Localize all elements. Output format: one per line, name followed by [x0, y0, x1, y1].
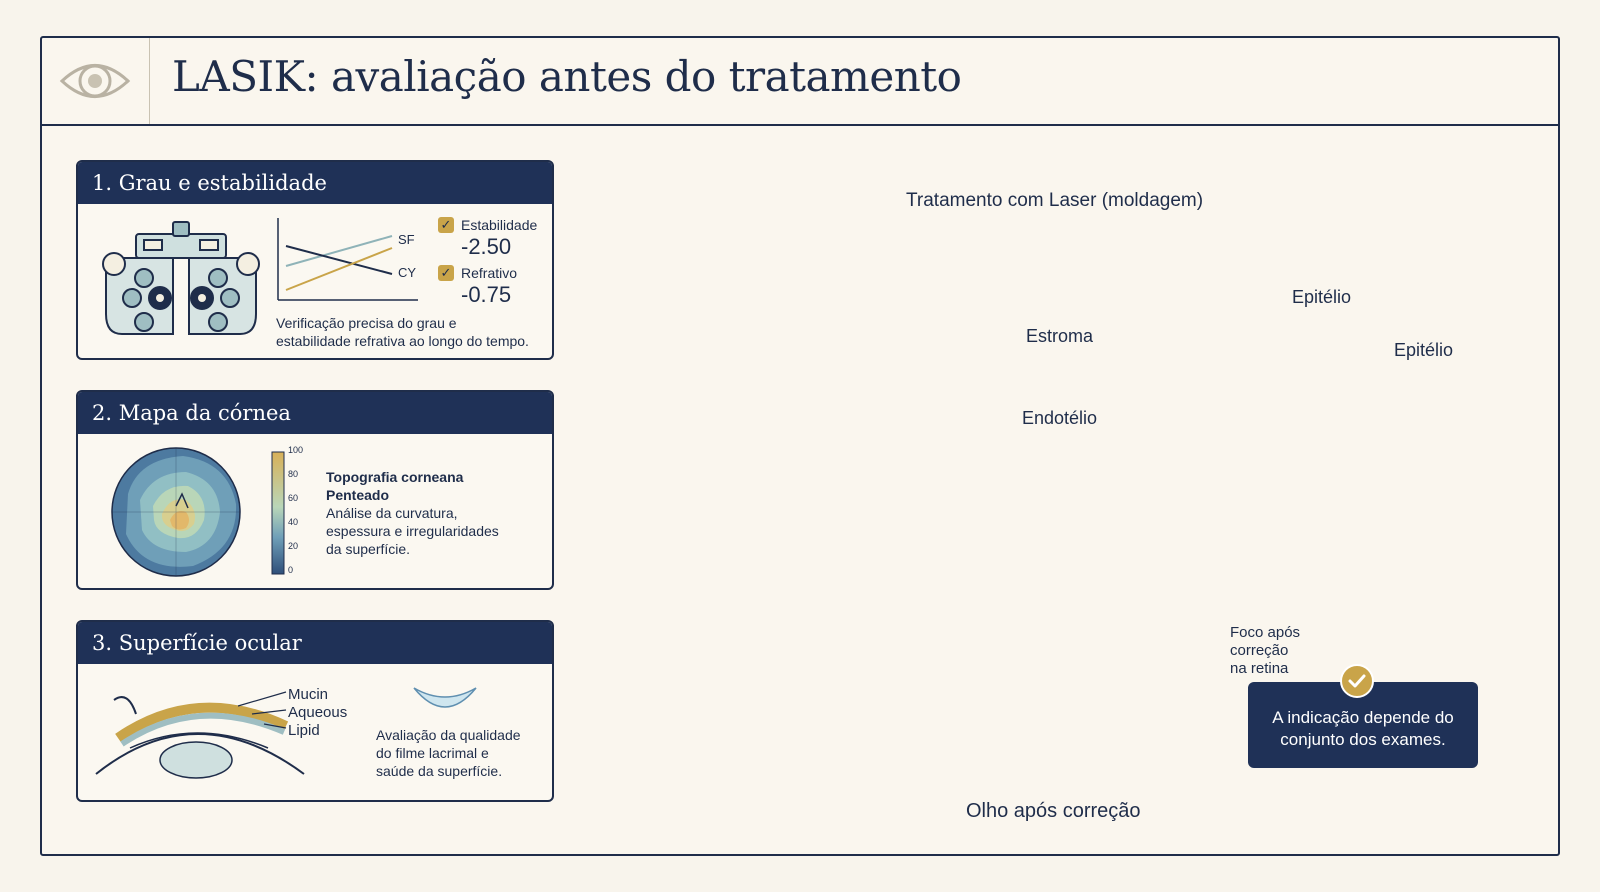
- header: LASIK: avaliação antes do tratamento: [42, 38, 1558, 126]
- check2-label: Refrativo: [461, 265, 518, 281]
- card-title: 2. Mapa da córnea: [78, 392, 552, 434]
- epitelio-label-2: Epitélio: [1394, 340, 1454, 360]
- card-mapa-cornea: 2. Mapa da córnea 100 80 60 40 20 0 Topo…: [76, 390, 554, 590]
- contact-lens-icon: [413, 687, 477, 708]
- scale-tick: 20: [288, 541, 299, 551]
- check1-value: -2.50: [461, 234, 512, 259]
- topography-map: [111, 447, 285, 577]
- callout-line: A indicação depende do: [1272, 708, 1454, 727]
- scale-tick: 0: [288, 565, 294, 575]
- card-desc-line: Análise da curvatura,: [326, 505, 458, 521]
- card-desc-line: do filme lacrimal e: [376, 745, 489, 761]
- callout-line: conjunto dos exames.: [1280, 730, 1446, 749]
- focus-label-line: Foco após: [1230, 624, 1301, 641]
- card-desc-line: Verificação precisa do grau e: [276, 315, 457, 331]
- focus-label-line: correção: [1230, 642, 1289, 659]
- card-heading-line: Topografia corneana: [326, 469, 464, 485]
- check2-value: -0.75: [461, 282, 512, 307]
- logo-box: [42, 38, 150, 124]
- layer-label-mucin: Mucin: [288, 686, 329, 703]
- card-heading-line: Penteado: [326, 487, 390, 503]
- refraction-trend-chart: [277, 218, 418, 301]
- estroma-label: Estroma: [1026, 326, 1094, 346]
- checkbox-icon: ✓: [438, 217, 454, 233]
- card-desc-line: espessura e irregularidades: [326, 523, 499, 539]
- scale-tick: 100: [288, 445, 304, 455]
- card-desc-line: estabilidade refrativa ao longo do tempo…: [276, 333, 529, 349]
- layer-label-aqueous: Aqueous: [288, 704, 348, 721]
- eye-caption: Olho após correção: [966, 800, 1141, 822]
- laser-label: Tratamento com Laser (moldagem): [906, 190, 1204, 211]
- check-badge: [1340, 664, 1374, 698]
- epitelio-label-1: Epitélio: [1292, 287, 1352, 307]
- tear-film-diagram: [95, 691, 305, 779]
- check-icon: [1348, 674, 1366, 688]
- line-label-cy: CY: [398, 265, 417, 280]
- card-desc-line: saúde da superfície.: [376, 763, 503, 779]
- card-title: 1. Grau e estabilidade: [78, 162, 552, 204]
- page-title: LASIK: avaliação antes do tratamento: [172, 52, 962, 101]
- card-desc-line: Avaliação da qualidade: [376, 727, 521, 743]
- line-label-sf: SF: [398, 232, 415, 247]
- endotelio-label: Endotélio: [1022, 408, 1098, 428]
- focus-label-line: na retina: [1230, 660, 1289, 677]
- checkbox-icon: ✓: [438, 265, 454, 281]
- check1-label: Estabilidade: [461, 217, 538, 233]
- scale-tick: 80: [288, 469, 299, 479]
- card-superficie-ocular: 3. Superfície ocular Mucin Aqueous Lipid…: [76, 620, 554, 802]
- scale-tick: 60: [288, 493, 299, 503]
- card-desc-line: da superfície.: [326, 541, 411, 557]
- phoropter-icon: [102, 221, 260, 335]
- scale-tick: 40: [288, 517, 299, 527]
- card-title: 3. Superfície ocular: [78, 622, 552, 664]
- layer-label-lipid: Lipid: [288, 722, 320, 739]
- eye-icon: [59, 64, 131, 98]
- card-grau-estabilidade: 1. Grau e estabilidade: [76, 160, 554, 360]
